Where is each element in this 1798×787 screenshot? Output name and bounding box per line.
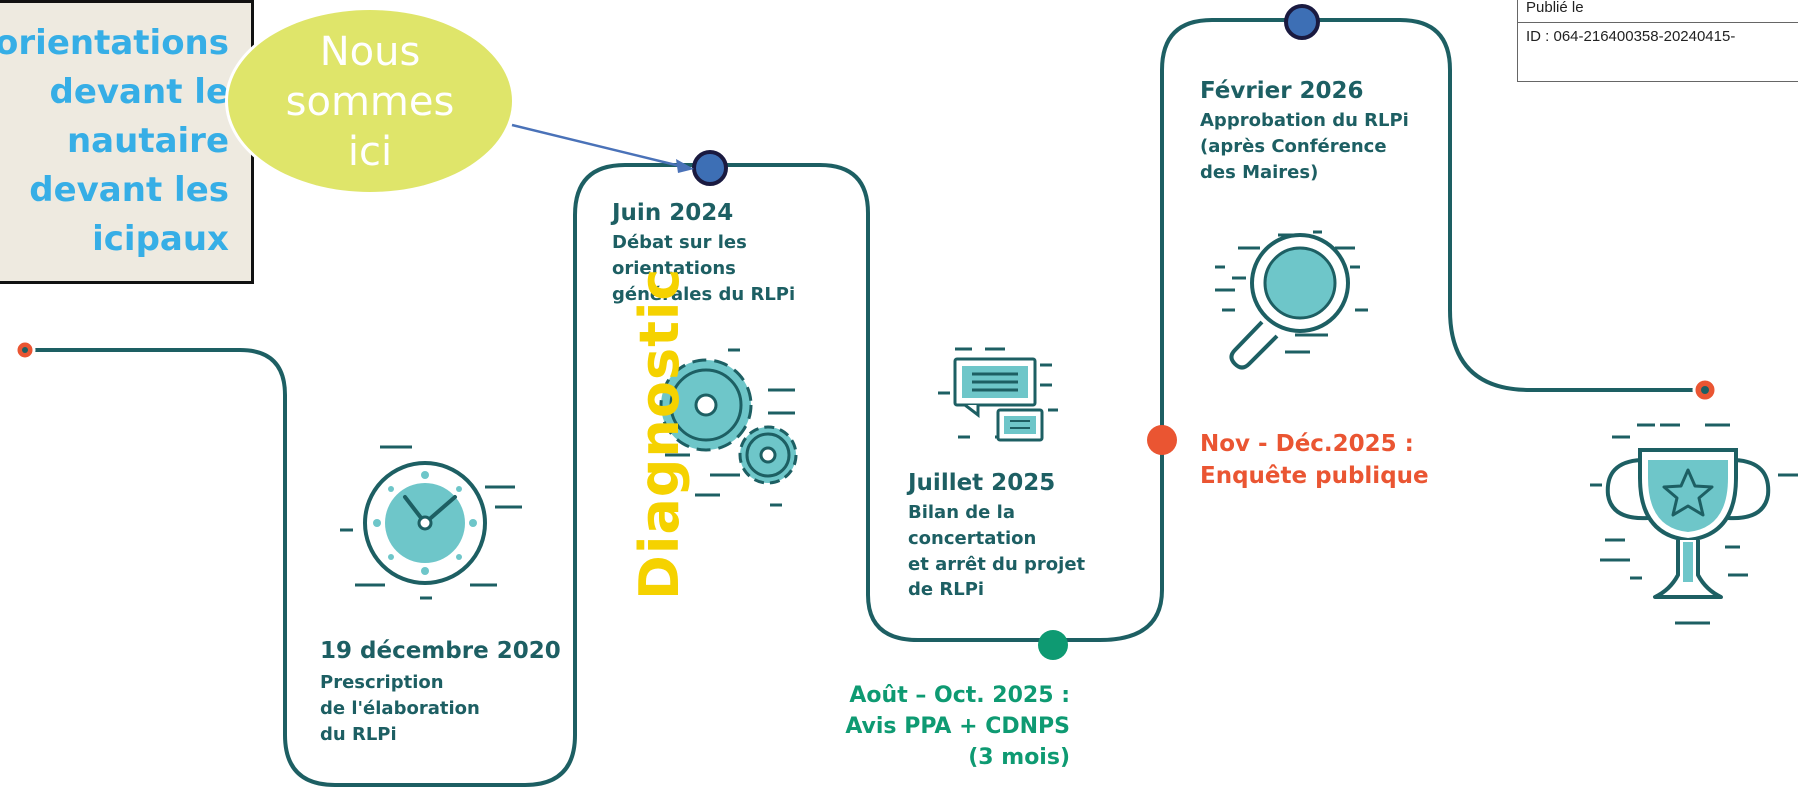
stamp-id: ID : 064-216400358-20240415- <box>1526 28 1736 45</box>
trophy-icon <box>1590 423 1798 625</box>
milestone-2020: 19 décembre 2020 Prescription de l'élabo… <box>320 638 561 747</box>
pointer-arrow <box>511 123 681 168</box>
diagnostic-phase-label: Diagnostic <box>628 267 691 600</box>
publication-stamp: Publié le ID : 064-216400358-20240415- <box>1517 0 1798 82</box>
milestone-date: Juin 2024 <box>612 200 734 226</box>
milestone-fevrier-2026: Février 2026 Approbation du RLPi (après … <box>1200 78 1409 185</box>
callout-box: orientations devant le nautaire devant l… <box>0 0 254 284</box>
approval-marker <box>1284 4 1320 40</box>
consultation-event: Août – Oct. 2025 : Avis PPA + CDNPS (3 m… <box>845 683 1070 770</box>
milestone-date: Février 2026 <box>1200 78 1364 104</box>
callout-text: orientations devant le nautaire devant l… <box>0 23 229 259</box>
current-position-marker <box>692 150 728 186</box>
consult-marker <box>1038 630 1068 660</box>
chat-document-icon <box>938 347 1058 442</box>
milestone-date: 19 décembre 2020 <box>320 638 561 664</box>
milestone-juin-2024: Juin 2024 Débat sur les orientations gén… <box>612 200 795 307</box>
milestone-description: Débat sur les orientations générales du … <box>612 232 796 305</box>
magnifier-icon <box>1215 230 1368 370</box>
gears-icon <box>659 348 798 507</box>
you-are-here-bubble: Nous sommes ici <box>228 10 512 192</box>
milestone-description: Bilan de la concertation et arrêt du pro… <box>908 502 1086 601</box>
public-inquiry-event: Nov - Déc.2025 : Enquête publique <box>1200 431 1429 489</box>
you-are-here-text: Nous sommes ici <box>285 29 455 175</box>
stamp-published-label: Publié le <box>1526 0 1584 16</box>
inquiry-marker <box>1147 425 1177 455</box>
clock-icon <box>340 445 522 600</box>
milestone-date: Juillet 2025 <box>908 470 1056 496</box>
milestone-description: Prescription de l'élaboration du RLPi <box>320 672 480 745</box>
milestone-juillet-2025: Juillet 2025 Bilan de la concertation et… <box>908 470 1085 603</box>
milestone-description: Approbation du RLPi (après Conférence de… <box>1200 110 1409 183</box>
